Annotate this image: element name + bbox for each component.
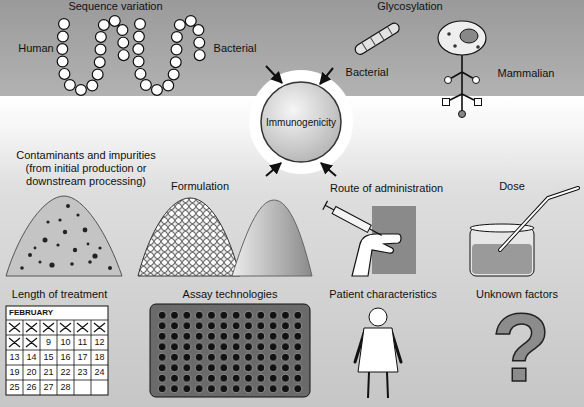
calendar-day: 13 xyxy=(6,350,23,365)
calendar-day: 12 xyxy=(91,335,108,350)
particle-heap xyxy=(138,198,240,276)
gown xyxy=(358,328,398,372)
factor-caption: Route of administration xyxy=(330,182,465,195)
bead-fill xyxy=(138,21,200,91)
head xyxy=(369,308,387,326)
calendar-day: 11 xyxy=(74,335,91,350)
influence-arrow xyxy=(266,66,282,83)
calendar-day: 16 xyxy=(57,350,74,365)
powder-heap xyxy=(232,200,312,276)
circle-outline xyxy=(261,82,341,162)
factor-caption: Formulation xyxy=(160,180,240,193)
glycan-label: Mammalian xyxy=(493,67,559,80)
legs xyxy=(368,372,388,398)
factor-caption: Assay technologies xyxy=(170,288,290,301)
sugar xyxy=(475,99,482,106)
sugar xyxy=(459,111,466,118)
patient-figure xyxy=(355,308,401,398)
mammalian-glycoprotein xyxy=(438,21,486,118)
factor-caption: Contaminants and impurities (from initia… xyxy=(4,149,168,188)
bead-fill xyxy=(62,21,124,91)
contaminant-heap xyxy=(6,196,122,276)
jar xyxy=(470,228,534,276)
calendar-frame xyxy=(6,306,108,395)
calendar-day: 27 xyxy=(40,380,57,395)
central-circle: Immunogenicity xyxy=(260,81,342,163)
influence-arrow xyxy=(266,163,281,176)
rod xyxy=(353,21,401,56)
calendar-day: 25 xyxy=(6,380,23,395)
cell xyxy=(438,21,486,55)
glycan-branches xyxy=(446,55,478,112)
group-heading: Glycosylation xyxy=(370,0,450,12)
nucleus xyxy=(460,29,478,43)
organelle xyxy=(476,45,480,49)
group-heading: Sequence variation xyxy=(58,0,173,12)
calendar-grid xyxy=(6,320,108,395)
sugar xyxy=(473,77,480,84)
plate xyxy=(150,304,310,397)
calendar-day: 17 xyxy=(74,350,91,365)
calendar-day: 15 xyxy=(40,350,57,365)
calendar-day: 14 xyxy=(23,350,40,365)
human-chain xyxy=(62,21,124,91)
bead-outline xyxy=(62,21,124,91)
straw xyxy=(500,188,578,250)
rod-stripes xyxy=(362,27,393,51)
factor-caption: Dose xyxy=(492,180,532,193)
calendar-day: 18 xyxy=(91,350,108,365)
wells xyxy=(156,310,304,394)
factor-caption: Length of treatment xyxy=(2,288,117,301)
calendar-day: 10 xyxy=(57,335,74,350)
heap xyxy=(6,196,122,276)
calendar-day: 28 xyxy=(57,380,74,395)
node-label: Immunogenicity xyxy=(266,117,336,128)
chain-label: Bacterial xyxy=(210,42,260,55)
calendar-day: 24 xyxy=(91,365,108,380)
sugar xyxy=(443,99,450,106)
organelle xyxy=(447,32,451,36)
calendar-day: 9 xyxy=(40,335,57,350)
bacterial-chain xyxy=(138,21,200,91)
calendar-day: 20 xyxy=(23,365,40,380)
syringe xyxy=(323,201,384,240)
influence-arrow xyxy=(320,68,333,84)
arm xyxy=(352,234,401,276)
influence-arrow xyxy=(321,163,336,176)
calendar-month: FEBRUARY xyxy=(9,306,105,320)
question-mark: ? xyxy=(485,300,557,396)
calendar-day: 19 xyxy=(6,365,23,380)
sugar xyxy=(445,77,452,84)
organelle xyxy=(453,44,457,48)
injection-figure xyxy=(323,201,416,276)
crossed-days xyxy=(9,323,105,347)
specks xyxy=(20,204,112,270)
chain-label: Human xyxy=(14,42,58,55)
assay-plate xyxy=(150,304,310,397)
dose-jar xyxy=(470,188,578,276)
needle-plunger xyxy=(323,201,384,240)
glycan-label: Bacterial xyxy=(342,66,392,79)
calendar-day: 21 xyxy=(40,365,57,380)
bead-outline xyxy=(138,21,200,91)
calendar-day: 22 xyxy=(57,365,74,380)
barrel xyxy=(332,206,371,232)
factor-caption: Patient characteristics xyxy=(318,288,448,301)
straw-outline xyxy=(500,188,578,250)
calendar-day: 23 xyxy=(74,365,91,380)
calendar xyxy=(6,306,108,395)
white-ring xyxy=(249,70,353,174)
bacterial-glycoprotein xyxy=(353,21,401,56)
calendar-day: 26 xyxy=(23,380,40,395)
